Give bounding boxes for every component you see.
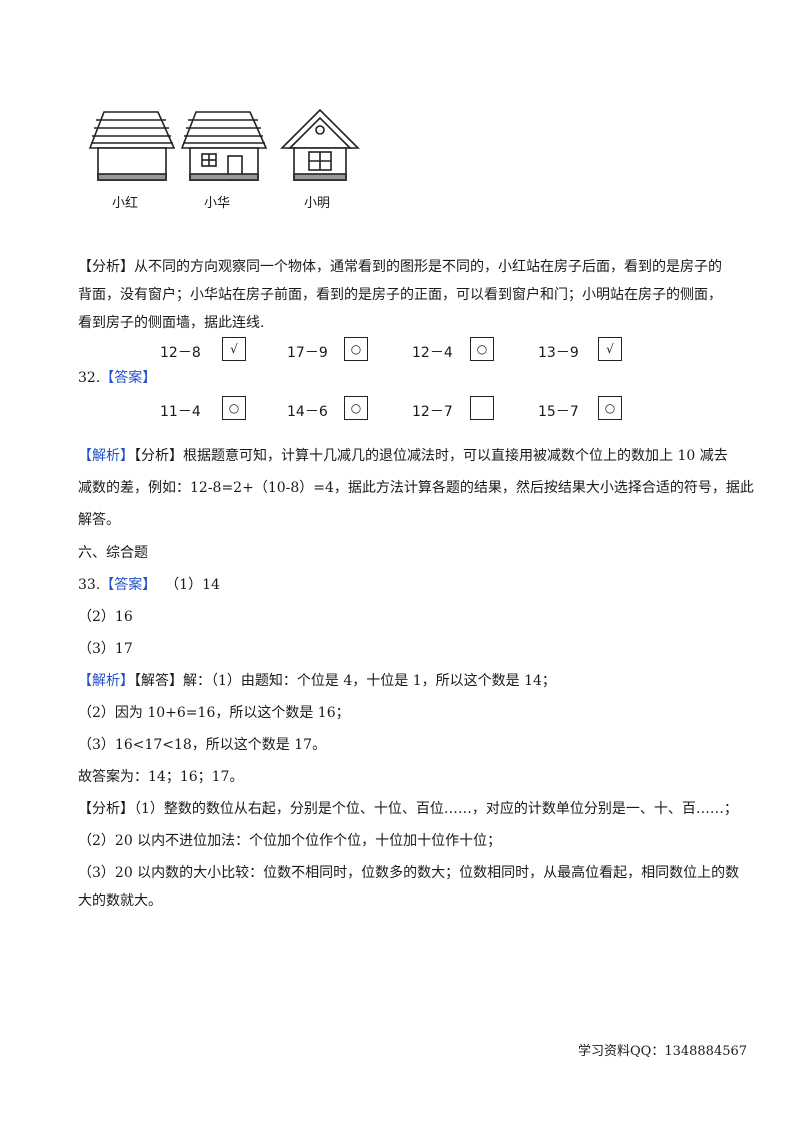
house-front-view <box>180 111 268 181</box>
house-back-view <box>88 111 176 181</box>
q33-analysis-line-1: 【分析】（1）整数的数位从右起，分别是个位、十位、百位……，对应的计数单位分别是… <box>78 801 738 817</box>
q33-solution-line-1: 【解析】【解答】解：（1）由题知：个位是 4，十位是 1，所以这个数是 14； <box>78 671 556 691</box>
houses-figure: 小红 小华 小明 <box>88 108 378 212</box>
q32-explain-tag: 【解析】 <box>78 448 134 464</box>
q31-analysis-line-1: 【分析】从不同的方向观察同一个物体，通常看到的图形是不同的，小红站在房子后面，看… <box>78 259 722 275</box>
q33-analysis-line-3: （3）20 以内数的大小比较：位数不相同时，位数多的数大；位数相同时，从最高位看… <box>78 865 740 881</box>
q32-answer-tag: 【答案】 <box>100 370 157 386</box>
q33-solution-line-4: 故答案为：14；16；17。 <box>78 769 244 785</box>
q32-expr: 14－6 <box>287 404 328 420</box>
q32-answer-box: ○ <box>222 396 246 420</box>
q32-explain-line-1: 【解析】【分析】根据题意可知，计算十几减几的退位减法时，可以直接用被减数个位上的… <box>78 446 728 466</box>
q32-expr: 12－7 <box>412 404 453 420</box>
q32-answer-box: ○ <box>470 337 494 361</box>
q33-solution-line-3: （3）16<17<18，所以这个数是 17。 <box>78 737 327 753</box>
houses-illustration <box>88 108 360 181</box>
q33-solution-line-2: （2）因为 10+6=16，所以这个数是 16； <box>78 705 350 721</box>
q33-number: 33. <box>78 577 101 593</box>
q32-answer-box: ○ <box>598 396 622 420</box>
q33-solution-text: 【解答】解：（1）由题知：个位是 4，十位是 1，所以这个数是 14； <box>134 673 556 689</box>
q33-heading: 33.【答案】 （1）14 <box>78 575 220 595</box>
q32-expr: 17－9 <box>287 345 328 361</box>
q33-answer-3: （3）17 <box>78 641 133 657</box>
q32-expr: 13－9 <box>538 345 579 361</box>
q33-analysis-line-4: 大的数就大。 <box>78 893 162 909</box>
q32-expr: 12－8 <box>160 345 201 361</box>
q31-analysis-line-3: 看到房子的侧面墙，据此连线. <box>78 315 265 331</box>
house-label-xiaohong: 小红 <box>112 196 139 211</box>
q33-answer-tag: 【答案】 <box>100 577 157 593</box>
q32-answer-box: √ <box>222 337 246 361</box>
q32-explain-line-2: 减数的差，例如：12-8=2+（10-8）=4，据此方法计算各题的结果，然后按结… <box>78 480 754 496</box>
q31-analysis-line-2: 背面，没有窗户；小华站在房子前面，看到的是房子的正面，可以看到窗户和门；小明站在… <box>78 287 722 303</box>
q33-analysis-line-2: （2）20 以内不进位加法：个位加个位作个位，十位加十位作十位； <box>78 833 502 849</box>
house-label-xiaoming: 小明 <box>304 196 331 211</box>
q32-answer-box: √ <box>598 337 622 361</box>
q32-expr: 11－4 <box>160 404 201 420</box>
q32-explain-line-3: 解答。 <box>78 512 120 528</box>
q32-answer-box: ○ <box>344 337 368 361</box>
q32-number: 32. <box>78 370 101 386</box>
footer-contact: 学习资料QQ：1348884567 <box>578 1044 748 1059</box>
q32-expr: 12－4 <box>412 345 453 361</box>
q33-answer-2: （2）16 <box>78 609 133 625</box>
q33-answer-1: （1）14 <box>165 577 220 593</box>
q32-expr: 15－7 <box>538 404 579 420</box>
q33-explain-tag: 【解析】 <box>78 673 134 689</box>
q32-explain-text: 【分析】根据题意可知，计算十几减几的退位减法时，可以直接用被减数个位上的数加上 … <box>134 448 728 464</box>
q32-answer-box: ○ <box>344 396 368 420</box>
house-side-view <box>280 108 360 181</box>
q32-heading: 32.【答案】 <box>78 368 156 388</box>
house-label-xiaohua: 小华 <box>204 196 231 211</box>
q32-answer-box <box>470 396 494 420</box>
section-heading: 六、综合题 <box>78 545 148 561</box>
